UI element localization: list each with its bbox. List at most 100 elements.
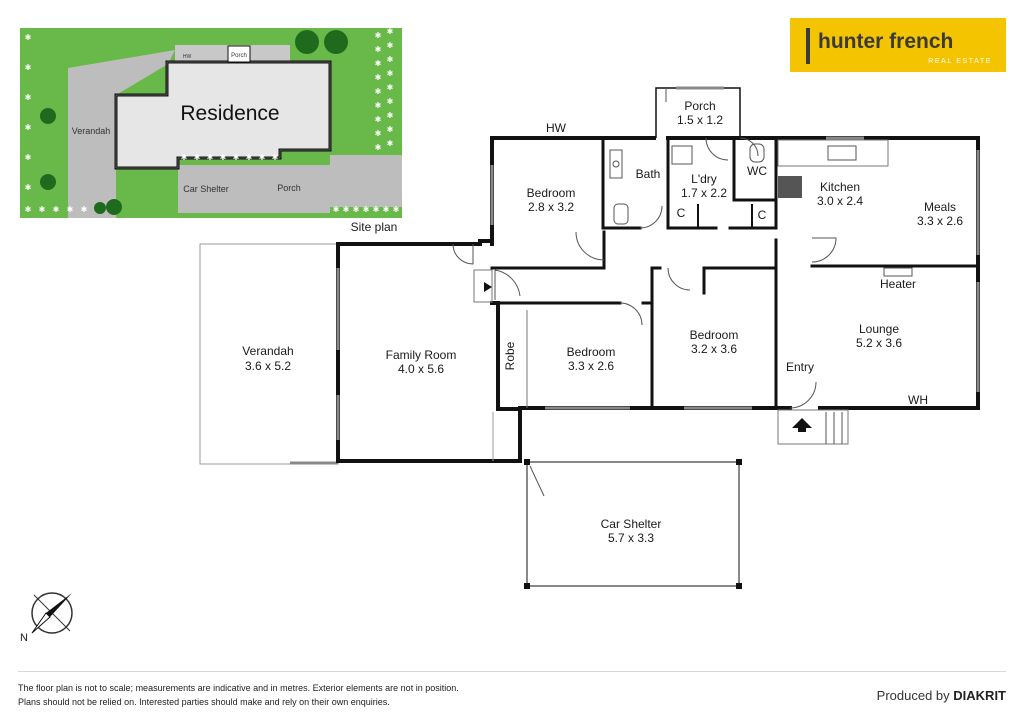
shrub-icon: ✱	[387, 27, 394, 36]
car-shelter-dims: 5.7 x 3.3	[608, 531, 654, 545]
robe-label: Robe	[503, 341, 517, 370]
shrub-icon: ✱	[387, 55, 394, 64]
agency-logo: hunter french REAL ESTATE	[790, 18, 1006, 72]
disclaimer-line-1: The floor plan is not to scale; measurem…	[18, 683, 459, 693]
shrub-icon: ✱	[373, 205, 380, 214]
shrub-icon: ✱	[375, 143, 382, 152]
laundry-wall	[666, 136, 718, 230]
shrub-icon: ✱	[207, 153, 214, 162]
site-tree	[106, 199, 122, 215]
site-plan: ✱✱✱✱✱✱✱✱✱✱✱✱✱✱✱✱✱✱✱✱✱✱✱✱✱✱✱✱✱✱✱✱✱✱✱✱✱✱✱✱…	[20, 27, 402, 234]
shrub-icon: ✱	[53, 205, 60, 214]
shrub-icon: ✱	[25, 33, 32, 42]
shrub-icon: ✱	[25, 153, 32, 162]
wc-toilet-icon	[749, 143, 765, 163]
shrub-icon: ✱	[387, 97, 394, 106]
bedroom-left-right-wall	[641, 301, 654, 410]
shrub-icon: ✱	[375, 115, 382, 124]
meals-name: Meals	[924, 200, 956, 214]
shrub-icon: ✱	[387, 139, 394, 148]
bedroom-top-dims: 2.8 x 3.2	[528, 200, 574, 214]
shrub-icon: ✱	[259, 153, 266, 162]
shrub-icon: ✱	[25, 183, 32, 192]
kitchen-wall	[728, 136, 778, 230]
shrub-icon: ✱	[375, 73, 382, 82]
shrub-icon: ✱	[25, 123, 32, 132]
compass: N	[20, 592, 73, 644]
kitchen-name: Kitchen	[820, 180, 860, 194]
laundry-dims: 1.7 x 2.2	[681, 186, 727, 200]
site-tree	[40, 108, 56, 124]
shrub-icon: ✱	[387, 83, 394, 92]
shrub-icon: ✱	[375, 87, 382, 96]
room-labels: Porch 1.5 x 1.2 HW Bedroom 2.8 x 3.2 Bat…	[242, 99, 963, 545]
shrub-icon: ✱	[246, 153, 253, 162]
shrub-icon: ✱	[67, 205, 74, 214]
shrub-icon: ✱	[387, 125, 394, 134]
heater-label: Heater	[880, 277, 916, 291]
bath-name: Bath	[636, 167, 661, 181]
wc-wall	[732, 136, 778, 202]
shrub-icon: ✱	[39, 205, 46, 214]
wh-label: WH	[908, 393, 928, 407]
shrub-icon: ✱	[387, 69, 394, 78]
shrub-icon: ✱	[375, 101, 382, 110]
side-entry-arrow-icon	[484, 282, 492, 292]
cupboard-1-label: C	[677, 206, 686, 220]
site-car-shelter-label: Car Shelter	[183, 184, 229, 194]
site-porch-label: Porch	[277, 183, 301, 193]
shrub-icon: ✱	[375, 45, 382, 54]
family-room-top-wall	[336, 239, 494, 246]
car-shelter-post	[736, 459, 742, 465]
steps-lines	[825, 412, 843, 444]
shrub-icon: ✱	[383, 205, 390, 214]
bedroom-top-bottom-wall	[490, 230, 606, 270]
site-verandah-label: Verandah	[72, 126, 111, 136]
car-shelter-gate	[529, 465, 545, 497]
site-shrub-row: ✱✱✱✱✱✱✱✱✱✱✱✱✱✱✱✱✱✱✱✱✱✱✱✱✱✱✱✱✱✱✱✱✱✱✱✱✱✱✱✱…	[25, 27, 400, 214]
door-swing	[705, 137, 729, 161]
meals-dims: 3.3 x 2.6	[917, 214, 963, 228]
site-tree	[324, 30, 348, 54]
vanity	[609, 149, 623, 179]
bedroom-mid-dims: 3.2 x 3.6	[691, 342, 737, 356]
cooktop-icon	[778, 176, 802, 198]
entry-label: Entry	[786, 360, 814, 374]
lounge-dims: 5.2 x 3.6	[856, 336, 902, 350]
bedroom-left-name: Bedroom	[567, 345, 616, 359]
door-swing	[739, 137, 759, 157]
compass-needle-tail	[31, 612, 51, 634]
entry-steps	[777, 409, 849, 445]
disclaimer: The floor plan is not to scale; measurem…	[18, 681, 459, 709]
bedroom-top-name: Bedroom	[527, 186, 576, 200]
site-porch-top-label: Porch	[231, 53, 247, 59]
site-driveway	[330, 155, 402, 207]
shrub-icon: ✱	[375, 31, 382, 40]
produced-by: Produced by DIAKRIT	[877, 688, 1006, 703]
shrub-icon: ✱	[25, 93, 32, 102]
site-residence-hatch	[115, 61, 331, 169]
windows	[336, 86, 980, 440]
disclaimer-line-2: Plans should not be relied on. Intereste…	[18, 697, 390, 707]
kitchen-dims: 3.0 x 2.4	[817, 194, 863, 208]
east-wall	[738, 136, 980, 410]
verandah-dims: 3.6 x 5.2	[245, 359, 291, 373]
shrub-icon: ✱	[220, 153, 227, 162]
logo-tagline: REAL ESTATE	[928, 58, 992, 65]
entry-door-swing	[789, 381, 817, 409]
bedroom-mid-name: Bedroom	[690, 328, 739, 342]
site-verandah-paving	[68, 50, 175, 218]
shrub-icon: ✱	[375, 129, 382, 138]
door-swing	[639, 205, 663, 229]
car-shelter-area	[524, 459, 742, 589]
laundry-name: L'dry	[691, 172, 717, 186]
basin-icon	[612, 160, 620, 168]
kitchen-bench	[777, 139, 889, 167]
site-porch-box	[227, 45, 251, 63]
door-swing	[667, 267, 691, 291]
site-tree	[94, 202, 106, 214]
logo-bar	[806, 28, 810, 64]
entry-arrow-icon	[792, 418, 812, 432]
